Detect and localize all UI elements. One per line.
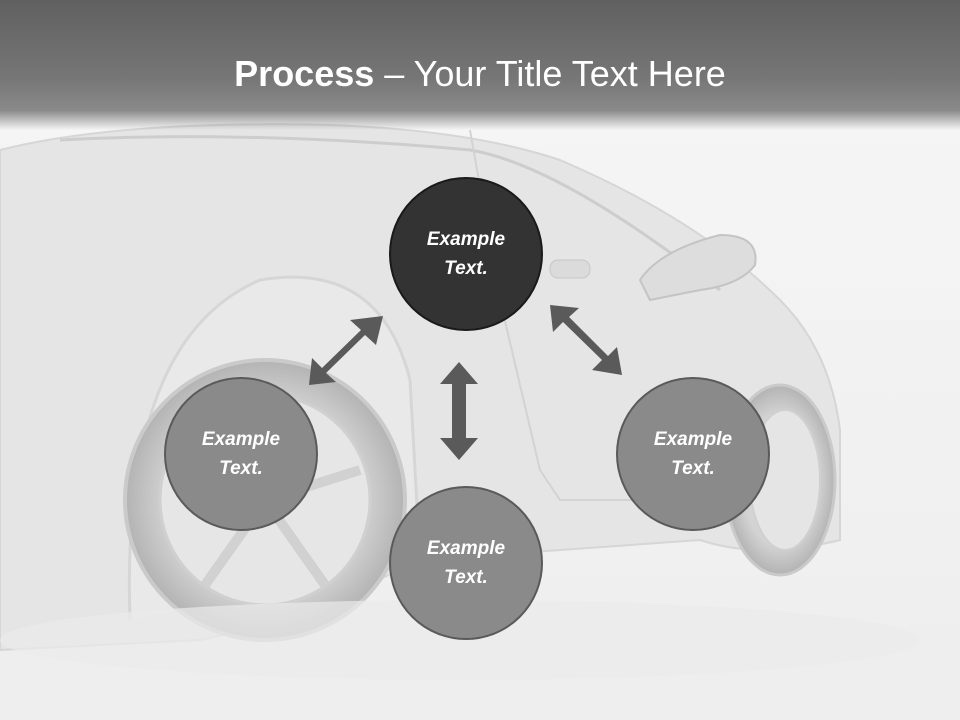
- title-bold: Process: [234, 53, 375, 94]
- process-node-left: Example Text.: [164, 377, 318, 531]
- node-text-line2: Text.: [444, 258, 488, 279]
- node-text-line2: Text.: [219, 458, 263, 479]
- node-text-line1: Example: [426, 538, 506, 559]
- node-text-line2: Text.: [444, 567, 488, 588]
- node-text-line1: Example: [653, 429, 733, 450]
- node-text-line1: Example: [201, 429, 281, 450]
- node-text-line1: Example: [426, 229, 506, 250]
- slide-title: Process – Your Title Text Here: [0, 52, 960, 96]
- process-node-top: Example Text.: [389, 177, 543, 331]
- node-text-line2: Text.: [671, 458, 715, 479]
- process-node-right: Example Text.: [616, 377, 770, 531]
- title-bar: [0, 0, 960, 130]
- title-rest: – Your Title Text Here: [374, 53, 726, 94]
- process-node-bottom: Example Text.: [389, 486, 543, 640]
